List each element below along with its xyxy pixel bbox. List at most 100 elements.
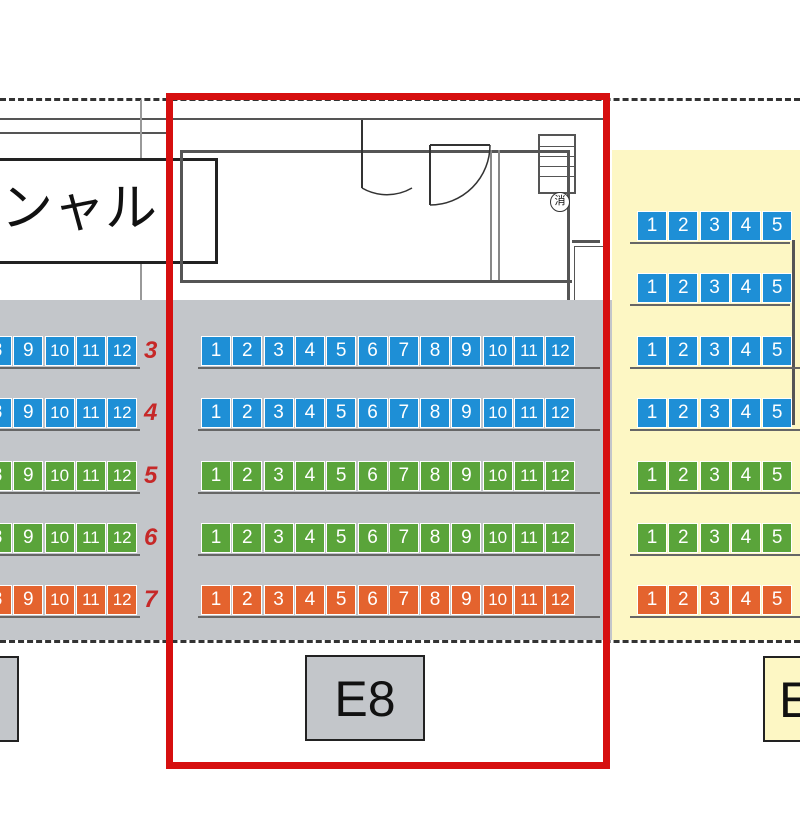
seat[interactable]: 11 [75, 398, 106, 428]
seat[interactable]: 2 [668, 398, 699, 428]
seat[interactable]: 3 [699, 585, 730, 615]
seat[interactable]: 3 [699, 336, 730, 366]
seat[interactable]: 8 [0, 585, 12, 615]
seat[interactable]: 9 [451, 336, 482, 366]
seat[interactable]: 2 [232, 523, 263, 553]
seat[interactable]: 4 [730, 211, 761, 241]
seat[interactable]: 6 [357, 585, 388, 615]
seat[interactable]: 12 [545, 523, 576, 553]
seat[interactable]: 1 [637, 461, 667, 491]
seat[interactable]: 4 [730, 523, 761, 553]
seat[interactable]: 10 [44, 336, 75, 366]
seat[interactable]: 10 [482, 585, 513, 615]
seat[interactable]: 1 [637, 273, 667, 303]
seat[interactable]: 10 [44, 585, 75, 615]
seat[interactable]: 1 [637, 523, 667, 553]
seat[interactable]: 10 [482, 523, 513, 553]
seat[interactable]: 12 [545, 398, 576, 428]
seat[interactable]: 9 [451, 461, 482, 491]
seat[interactable]: 5 [762, 523, 793, 553]
seat[interactable]: 3 [263, 523, 294, 553]
seat[interactable]: 5 [326, 523, 357, 553]
seat[interactable]: 12 [107, 336, 138, 366]
seat[interactable]: 3 [263, 336, 294, 366]
seat[interactable]: 3 [699, 398, 730, 428]
seat[interactable]: 2 [232, 398, 263, 428]
seat[interactable]: 2 [668, 523, 699, 553]
seat[interactable]: 4 [294, 523, 325, 553]
seat[interactable]: 1 [201, 461, 231, 491]
seat[interactable]: 10 [44, 461, 75, 491]
seat[interactable]: 2 [232, 585, 263, 615]
seat[interactable]: 9 [13, 398, 44, 428]
seat[interactable]: 11 [514, 585, 544, 615]
seat[interactable]: 2 [668, 273, 699, 303]
seat[interactable]: 10 [44, 523, 75, 553]
seat[interactable]: 2 [668, 336, 699, 366]
seat[interactable]: 1 [637, 211, 667, 241]
seat[interactable]: 4 [294, 398, 325, 428]
seat[interactable]: 5 [762, 461, 793, 491]
seat[interactable]: 2 [668, 461, 699, 491]
seat[interactable]: 12 [545, 461, 576, 491]
seat[interactable]: 8 [420, 585, 451, 615]
seat[interactable]: 9 [451, 398, 482, 428]
seat[interactable]: 8 [420, 523, 451, 553]
seat[interactable]: 2 [668, 585, 699, 615]
seat[interactable]: 7 [388, 336, 419, 366]
seat[interactable]: 5 [762, 336, 793, 366]
seat[interactable]: 8 [420, 398, 451, 428]
seat[interactable]: 9 [13, 585, 44, 615]
seat[interactable]: 2 [668, 211, 699, 241]
seat[interactable]: 5 [326, 585, 357, 615]
seat[interactable]: 6 [357, 523, 388, 553]
seat[interactable]: 11 [514, 398, 544, 428]
seat[interactable]: 11 [514, 461, 544, 491]
seat[interactable]: 3 [263, 461, 294, 491]
seat[interactable]: 5 [762, 585, 793, 615]
seat[interactable]: 11 [75, 461, 106, 491]
seat[interactable]: 9 [13, 523, 44, 553]
seat[interactable]: 9 [451, 523, 482, 553]
seat[interactable]: 4 [294, 585, 325, 615]
seat[interactable]: 4 [730, 273, 761, 303]
seat[interactable]: 5 [326, 398, 357, 428]
seat[interactable]: 11 [75, 585, 106, 615]
seat[interactable]: 1 [637, 585, 667, 615]
seat[interactable]: 7 [388, 461, 419, 491]
seat[interactable]: 3 [263, 585, 294, 615]
seat[interactable]: 5 [762, 211, 793, 241]
seat[interactable]: 1 [201, 523, 231, 553]
seat[interactable]: 10 [44, 398, 75, 428]
seat[interactable]: 8 [0, 461, 12, 491]
seat[interactable]: 11 [514, 336, 544, 366]
seat[interactable]: 10 [482, 398, 513, 428]
seat[interactable]: 4 [730, 585, 761, 615]
seat[interactable]: 4 [730, 461, 761, 491]
seat[interactable]: 6 [357, 336, 388, 366]
seat[interactable]: 3 [699, 211, 730, 241]
seat[interactable]: 8 [420, 461, 451, 491]
seat[interactable]: 11 [75, 336, 106, 366]
seat[interactable]: 4 [730, 336, 761, 366]
seat[interactable]: 7 [388, 398, 419, 428]
seat[interactable]: 8 [0, 523, 12, 553]
seat[interactable]: 6 [357, 398, 388, 428]
seat[interactable]: 12 [545, 336, 576, 366]
seat[interactable]: 8 [420, 336, 451, 366]
seat[interactable]: 9 [451, 585, 482, 615]
seat[interactable]: 7 [388, 585, 419, 615]
seat[interactable]: 2 [232, 461, 263, 491]
seat[interactable]: 8 [0, 398, 12, 428]
seat[interactable]: 8 [0, 336, 12, 366]
seat[interactable]: 1 [637, 336, 667, 366]
seat[interactable]: 6 [357, 461, 388, 491]
seat[interactable]: 5 [326, 461, 357, 491]
seat[interactable]: 1 [201, 398, 231, 428]
seat[interactable]: 11 [514, 523, 544, 553]
seat[interactable]: 7 [388, 523, 419, 553]
seat[interactable]: 12 [545, 585, 576, 615]
seat[interactable]: 1 [637, 398, 667, 428]
seat[interactable]: 9 [13, 336, 44, 366]
seat[interactable]: 12 [107, 585, 138, 615]
